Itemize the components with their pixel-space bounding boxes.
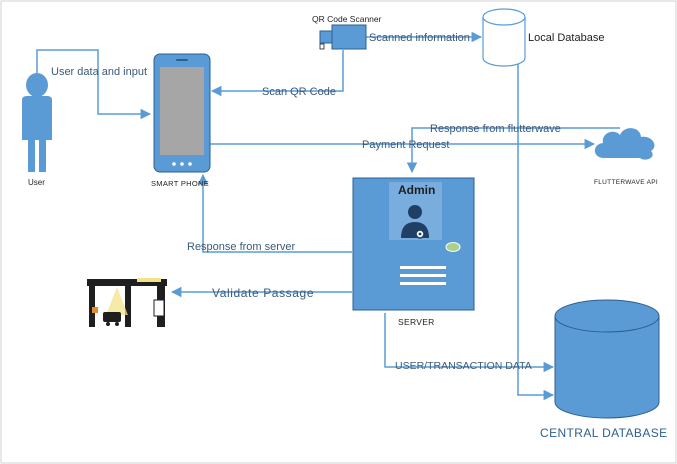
user-data-label: User data and input	[51, 66, 147, 78]
person-icon	[22, 73, 52, 172]
scan-qr-connector	[210, 50, 344, 97]
admin-label: Admin	[398, 183, 435, 197]
server-box	[352, 177, 475, 311]
transaction-data-label: USER/TRANSACTION DATA	[395, 360, 532, 372]
admin-gear-icon	[401, 205, 429, 239]
smartphone-icon	[153, 53, 211, 173]
db-sync-connector	[517, 62, 555, 401]
user-label: User	[28, 178, 45, 187]
user-data-connector	[36, 49, 152, 120]
smart-phone-label: SMART PHONE	[151, 179, 209, 188]
flutterwave-response-label: Response from flutterwave	[430, 123, 561, 135]
validate-passage-label: Validate Passage	[212, 286, 314, 300]
payment-request-label: Payment Request	[362, 139, 449, 151]
qr-scanner-icon	[319, 24, 367, 50]
flutterwave-api-label: FLUTTERWAVE API	[594, 179, 658, 186]
scanned-info-label: Scanned information	[369, 32, 470, 44]
toll-gate-icon	[87, 278, 167, 327]
central-database-icon	[554, 299, 660, 419]
cloud-icon	[594, 128, 655, 160]
qr-scanner-label: QR Code Scanner	[312, 14, 382, 24]
local-database-label: Local Database	[528, 32, 604, 44]
central-database-label: CENTRAL DATABASE	[540, 426, 668, 440]
transaction-data-connector	[384, 313, 555, 373]
local-database-icon	[482, 8, 526, 67]
scan-qr-label: Scan QR Code	[262, 86, 336, 98]
server-response-connector	[197, 173, 352, 253]
server-response-label: Response from server	[187, 241, 296, 253]
server-label: SERVER	[398, 317, 435, 327]
flutterwave-response-connector	[406, 127, 620, 174]
